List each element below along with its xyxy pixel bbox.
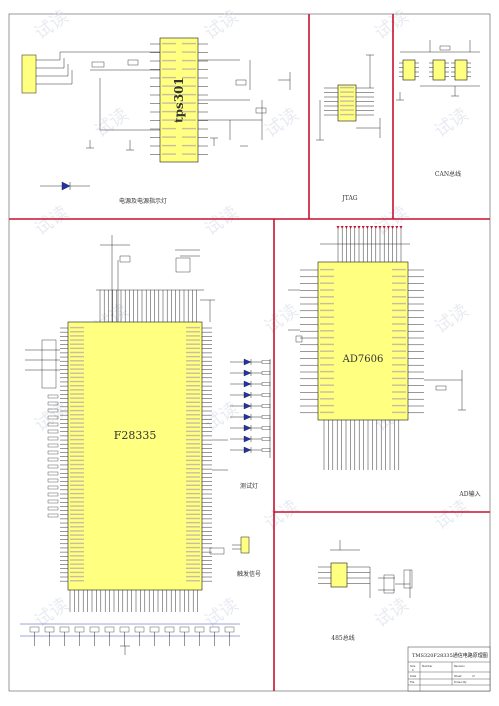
adc-chip-label: AD7606 — [342, 354, 384, 365]
can-section-label: CAN总线 — [435, 170, 461, 178]
title-block-file-label: File — [410, 680, 415, 684]
power-section: tps301 电源及电源指示灯 — [21, 37, 291, 205]
adc-section: AD7606 AD输入 — [288, 226, 481, 498]
trigger-connector — [240, 536, 250, 554]
power-led-icon — [40, 181, 90, 191]
sheet-border — [8, 13, 491, 692]
tps-chip-label: tps301 — [172, 77, 186, 123]
title-block-revision-label: Revision — [454, 664, 465, 668]
mcu-chip — [67, 321, 203, 591]
jtag-section: JTAG — [316, 54, 381, 202]
rs485-label: 485总线 — [331, 634, 354, 642]
adc-chip — [317, 261, 409, 421]
mcu-chip-label: F28335 — [114, 429, 157, 442]
can-transceiver-chip — [402, 59, 416, 81]
tps-chip — [159, 37, 199, 163]
can-section: CAN总线 — [396, 40, 480, 178]
can-transceiver-chip — [454, 59, 468, 81]
rs485-chip — [330, 562, 348, 588]
title-block-date-label: Date — [410, 674, 417, 678]
title-block-drawn-label: Drawn By — [454, 680, 467, 684]
jtag-header — [337, 84, 357, 122]
title-block: TMS320F28335通信电路原理图 Size C Number Revisi… — [407, 646, 491, 692]
title-block-size-value: C — [412, 668, 414, 672]
can-transceiver-chip — [432, 59, 446, 81]
test-led-label: 测试灯 — [240, 482, 258, 490]
title-block-sheet-label: Sheet — [454, 674, 462, 678]
jtag-section-label: JTAG — [341, 195, 357, 202]
power-section-label: 电源及电源指示灯 — [119, 197, 167, 205]
trigger-label: 触发信号 — [237, 570, 261, 578]
ad-input-label: AD输入 — [458, 490, 480, 498]
mcu-section: F28335 测试灯 触发信号 — [20, 235, 271, 655]
title-block-sheet-value: of — [472, 674, 475, 678]
title-block-title: TMS320F28335通信电路原理图 — [412, 652, 488, 659]
title-block-number-label: Number — [422, 664, 433, 668]
power-connector — [21, 54, 37, 94]
section-separators — [9, 14, 490, 691]
test-led-array — [230, 358, 271, 458]
title-block-size-label: Size — [410, 664, 416, 668]
rs485-section: 485总线 — [318, 540, 413, 642]
